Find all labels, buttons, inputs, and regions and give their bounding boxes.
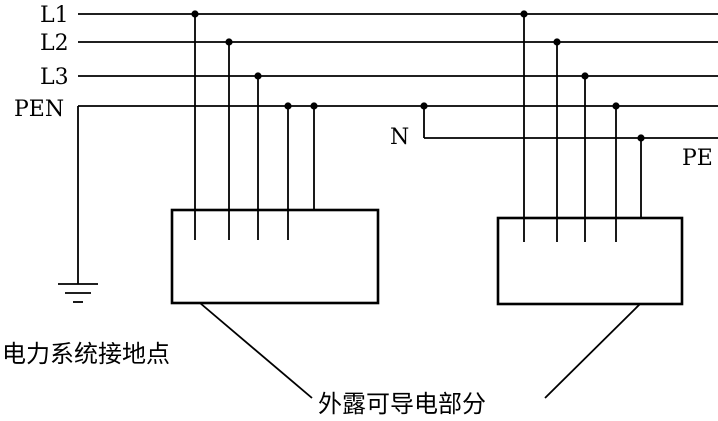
label-l1: L1 <box>40 3 69 28</box>
label-l3: L3 <box>40 65 69 90</box>
junction-dot <box>520 10 528 18</box>
leader-line-enclosure-1 <box>199 302 313 399</box>
junction-dot <box>254 72 262 80</box>
annotation-system-grounding-point: 电力系统接地点 <box>2 340 170 368</box>
equipment-enclosure-2 <box>496 216 684 306</box>
junction-dot <box>284 102 292 110</box>
leader-line-enclosure-2 <box>544 303 641 399</box>
junction-dot <box>612 102 620 110</box>
label-pe: PE <box>682 146 713 171</box>
junction-dot <box>420 102 428 110</box>
junction-dot <box>225 38 233 46</box>
junction-dot <box>581 72 589 80</box>
label-pen: PEN <box>14 97 64 122</box>
junction-dot <box>553 38 561 46</box>
annotation-exposed-conductive-parts: 外露可导电部分 <box>318 390 486 418</box>
junction-dot <box>191 10 199 18</box>
junction-dot <box>637 134 645 142</box>
ground-symbol-icon <box>58 283 98 303</box>
junction-dot <box>310 102 318 110</box>
label-n: N <box>390 125 409 150</box>
label-l2: L2 <box>40 31 69 56</box>
equipment-enclosure-1 <box>170 208 380 305</box>
junction-dots <box>191 10 645 142</box>
